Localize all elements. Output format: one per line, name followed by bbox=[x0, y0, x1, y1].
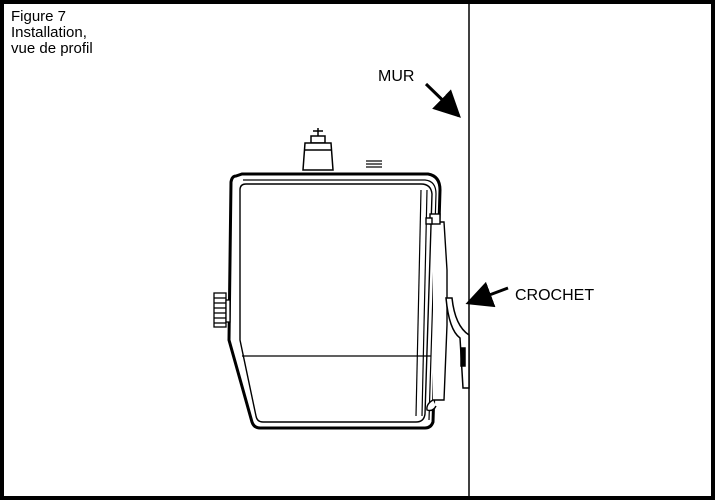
thermostat-knob bbox=[213, 292, 231, 328]
wall-arrow bbox=[424, 82, 461, 118]
hook-arrow bbox=[465, 281, 509, 308]
top-fitting bbox=[302, 128, 334, 171]
top-vent bbox=[366, 160, 382, 168]
wall-label: MUR bbox=[378, 68, 415, 85]
figure-caption: Figure 7 Installation, vue de profil bbox=[11, 9, 93, 57]
caption-line-1: Installation, bbox=[11, 24, 87, 41]
water-heater-body bbox=[227, 172, 442, 430]
figure-title: Figure 7 bbox=[11, 8, 67, 25]
hook-label: CROCHET bbox=[515, 287, 595, 304]
wall-hook bbox=[445, 297, 470, 389]
caption-line-2: vue de profil bbox=[11, 40, 93, 57]
